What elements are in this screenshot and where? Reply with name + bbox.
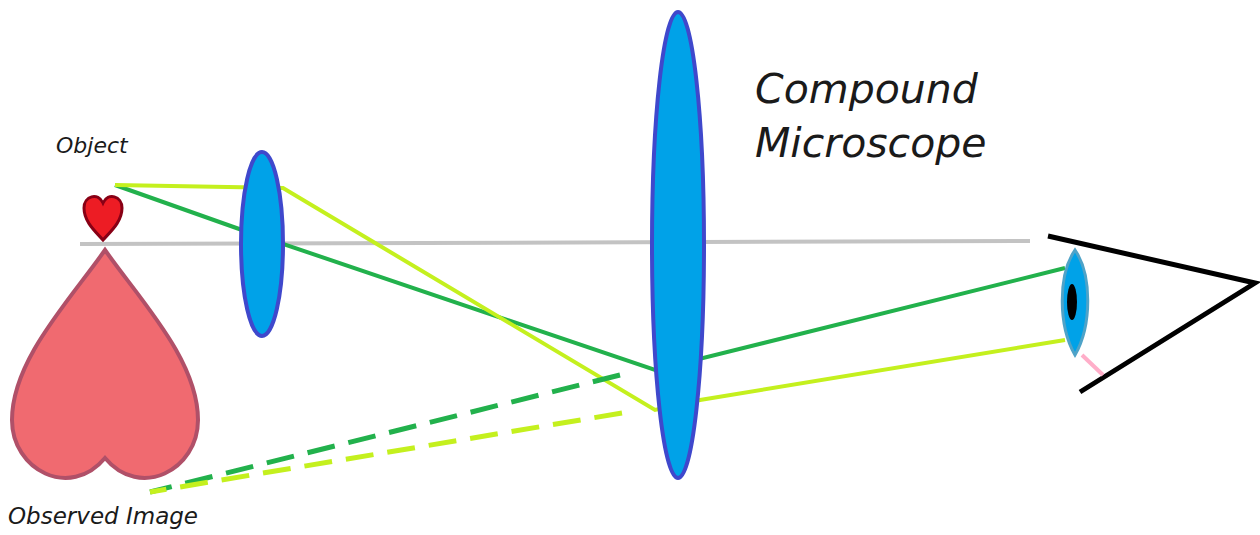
eye-lid: [1082, 355, 1103, 375]
observed-image-heart: [12, 250, 198, 478]
virtual-ray-yellow: [150, 413, 622, 492]
eye-outline: [1048, 236, 1255, 392]
eye-lens: [1062, 250, 1088, 355]
virtual-ray-green: [150, 375, 620, 492]
eyepiece-lens: [652, 12, 704, 478]
image-label: Observed Image: [8, 502, 268, 530]
optical-axis: [80, 241, 1030, 244]
diagram-title: Compound Microscope: [755, 62, 1055, 170]
eye-pupil: [1067, 284, 1077, 320]
objective-lens: [241, 152, 283, 336]
object-heart: [84, 197, 122, 240]
object-label: Object: [56, 132, 196, 160]
